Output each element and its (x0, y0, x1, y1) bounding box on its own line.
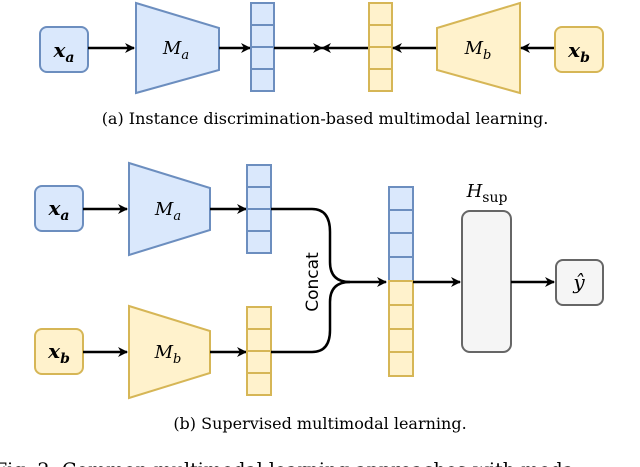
panel-a-encoder-b-label: Mb (464, 38, 492, 63)
panel-b-head-label: Hsup (466, 181, 508, 206)
figure-caption-partial: Fig. 2: Common multimodal learning appro… (0, 459, 574, 467)
panel-b-embedding-b (246, 306, 272, 396)
panel-a-input-b-label: xb (567, 38, 590, 66)
panel-b-encoder-b-label: Mb (154, 342, 182, 367)
panel-b-output-box (555, 259, 604, 306)
concat-curve-b (271, 280, 351, 354)
panel-b: xa Ma xb Mb (34, 161, 604, 433)
panel-a-encoder-a-label: Ma (162, 38, 189, 63)
panel-b-caption: (b) Supervised multimodal learning. (173, 414, 466, 433)
panel-a-encoder-a (135, 1, 220, 95)
panel-b-input-a-label: xa (47, 196, 69, 224)
panel-a-input-a-label: xa (52, 38, 74, 66)
panel-a-input-a-box (39, 26, 89, 73)
panel-b-encoder-b (128, 304, 211, 400)
panel-b-encoder-a (128, 161, 211, 257)
panel-b-head-box (461, 210, 512, 353)
panel-b-embedding-a (246, 164, 272, 254)
concat-curve-a (271, 207, 387, 287)
panel-a-caption: (a) Instance discrimination-based multim… (102, 109, 549, 128)
panel-b-output-label: ŷ (572, 270, 585, 294)
panel-a-input-b-box (554, 26, 604, 73)
panel-b-input-b-label: xb (47, 339, 70, 367)
panel-a-embedding-a (250, 2, 275, 92)
panel-a-embedding-b (368, 2, 393, 92)
panel-b-encoder-a-label: Ma (154, 199, 181, 224)
panel-a-encoder-b (436, 1, 521, 95)
panel-a: xa Ma Mb (39, 1, 604, 128)
panel-b-concatenated-embedding (388, 186, 414, 377)
concat-label: Concat (303, 252, 323, 312)
